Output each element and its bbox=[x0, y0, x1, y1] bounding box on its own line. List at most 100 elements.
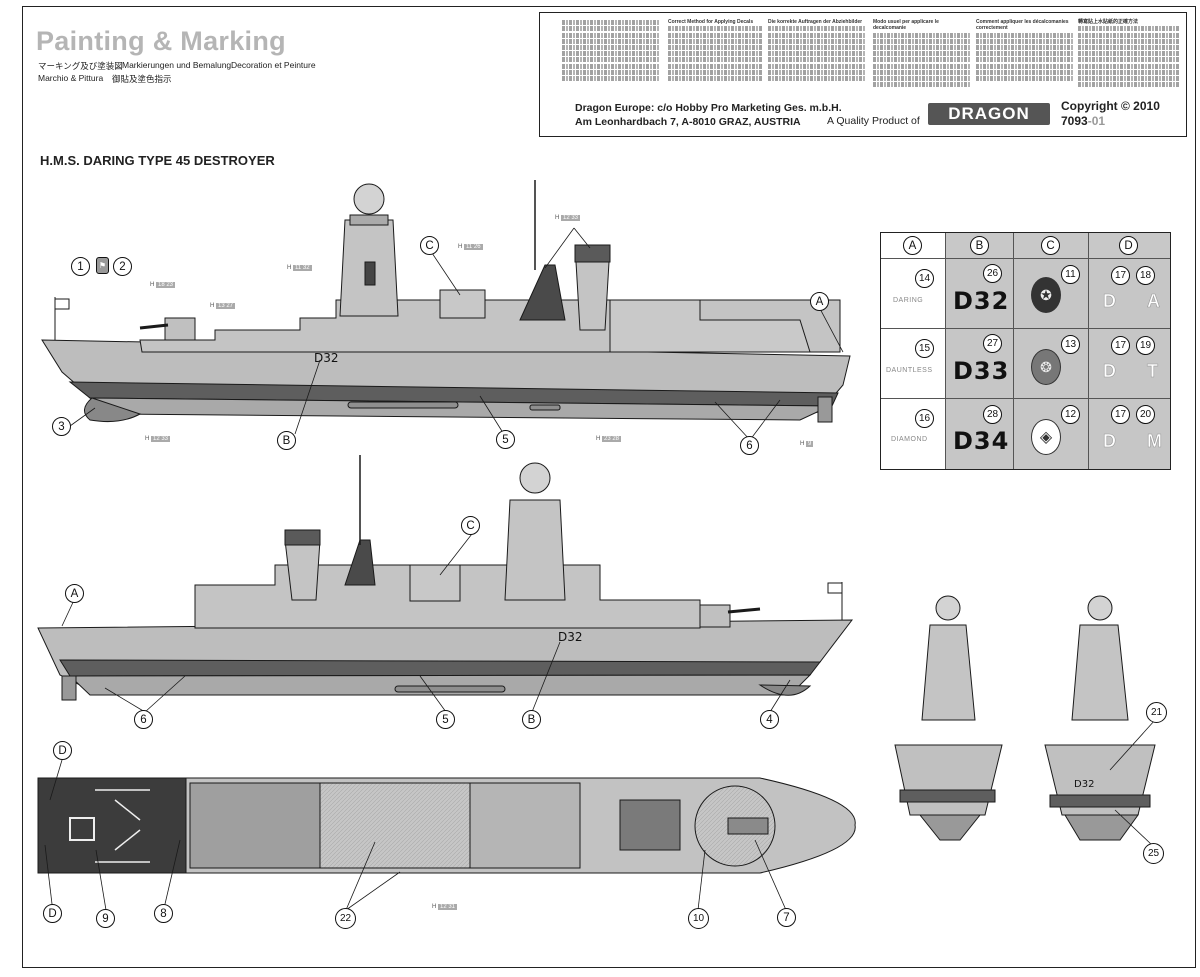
paint-ref-6: H 12 33 bbox=[145, 436, 171, 442]
row-3-cell-a bbox=[881, 398, 945, 469]
callout-9: 9 bbox=[96, 909, 115, 928]
row-2-letter-1: D bbox=[1103, 361, 1117, 382]
callout-d-plan-bottom: D bbox=[43, 904, 62, 923]
paint-ref-3: H 11 32 bbox=[287, 265, 312, 271]
bow-sonar bbox=[84, 397, 142, 422]
bow-view bbox=[894, 595, 1003, 841]
table-header-d-label: D bbox=[1119, 236, 1138, 255]
port-rudder bbox=[61, 675, 77, 701]
row-2-pennant: D33 bbox=[953, 357, 1010, 385]
row-2-cell-a bbox=[881, 328, 945, 398]
row-1-ship-name: DARING bbox=[893, 297, 924, 304]
bow-view-keel bbox=[918, 814, 982, 841]
paint-ref-4: H 18 23 bbox=[150, 282, 176, 288]
row-1-decal-d1: 17 bbox=[1111, 266, 1130, 285]
row-3-decal-d1: 17 bbox=[1111, 405, 1130, 424]
notes-col-en: Correct Method for Applying Decals bbox=[668, 19, 763, 82]
copyright-block: Copyright © 2010 7093-01 bbox=[1061, 99, 1160, 129]
row-3-ship-name: DIAMOND bbox=[891, 436, 928, 443]
forward-superstructure-plan bbox=[469, 782, 581, 869]
callout-5-port: 5 bbox=[436, 710, 455, 729]
row-1-cell-b bbox=[945, 258, 1013, 328]
row-1-crest-icon: ✪ bbox=[1031, 277, 1061, 313]
row-2-cell-b bbox=[945, 328, 1013, 398]
port-deckhouse bbox=[409, 564, 461, 602]
stern-view-tower bbox=[1071, 624, 1129, 721]
plan-view bbox=[37, 777, 856, 874]
port-main-gun bbox=[699, 604, 731, 628]
row-1-pennant: D32 bbox=[953, 287, 1010, 315]
callout-6-port: 6 bbox=[134, 710, 153, 729]
bow-view-hull bbox=[894, 744, 1003, 816]
bilge-keel bbox=[347, 401, 459, 409]
row-3-num: 16 bbox=[915, 409, 934, 428]
subtitle-zh: 御貼及塗色指示 bbox=[112, 74, 172, 84]
bow-view-radome bbox=[935, 595, 961, 621]
notes-col-fr: Comment appliquer les décalcomanies corr… bbox=[976, 19, 1074, 82]
row-2-crest-icon: ❂ bbox=[1031, 349, 1061, 385]
row-1-letter-2: A bbox=[1147, 291, 1161, 312]
stern-view-radome bbox=[1087, 595, 1113, 621]
callout-7: 7 bbox=[777, 908, 796, 927]
midships-deck bbox=[319, 782, 471, 869]
page-title: Painting & Marking bbox=[36, 26, 286, 56]
sampson-platform bbox=[349, 214, 389, 226]
quality-product-label: A Quality Product of bbox=[827, 115, 920, 127]
helo-marking bbox=[69, 817, 95, 841]
stern-view-keel bbox=[1064, 814, 1139, 841]
bow-view-tower bbox=[921, 624, 976, 721]
address-line-1: Dragon Europe: c/o Hobby Pro Marketing G… bbox=[575, 102, 842, 114]
subtitle-fr: Decoration et Peinture bbox=[231, 60, 316, 70]
sampson-radome bbox=[353, 183, 385, 215]
row-2-decal-d2: 19 bbox=[1136, 336, 1155, 355]
stabiliser bbox=[529, 404, 561, 411]
row-2-letter-2: T bbox=[1147, 361, 1159, 382]
row-2-decal-b: 27 bbox=[983, 334, 1002, 353]
aft-mast bbox=[519, 264, 566, 321]
port-bilge-keel bbox=[394, 685, 506, 693]
row-3-letter-2: M bbox=[1147, 431, 1163, 452]
hull-number-starboard: D32 bbox=[314, 351, 339, 365]
kit-code: 7093 bbox=[1061, 114, 1088, 128]
port-funnel-cap bbox=[284, 529, 321, 546]
rudder bbox=[817, 396, 833, 423]
callout-10: 10 bbox=[688, 908, 709, 929]
dragon-logo: DRAGON bbox=[928, 103, 1050, 125]
decal-instructions-box: Correct Method for Applying Decals Die k… bbox=[539, 12, 1187, 137]
notes-zh-title: 轉寫貼上水貼紙的正確方法 bbox=[1078, 19, 1139, 25]
subtitle-it: Marchio & Pittura bbox=[38, 73, 104, 83]
row-3-crest-icon: ◈ bbox=[1031, 419, 1061, 455]
port-main-tower bbox=[504, 499, 566, 601]
ensign-flag bbox=[54, 298, 70, 310]
port-aft-mast bbox=[344, 539, 376, 586]
paint-ref-2: H 11 26 bbox=[458, 244, 483, 250]
notes-de-title: Die korrekte Auftragen der Abziehbilder bbox=[768, 19, 863, 25]
callout-3: 3 bbox=[52, 417, 71, 436]
port-sampson-radome bbox=[519, 462, 551, 494]
callout-5-top: 5 bbox=[496, 430, 515, 449]
row-3-decal-b: 28 bbox=[983, 405, 1002, 424]
stern-view-boot bbox=[1049, 794, 1151, 808]
notes-col-ja bbox=[562, 19, 660, 82]
callout-c-top: C bbox=[420, 236, 439, 255]
notes-col-it: Modo usuel per applicare le decalcomanie bbox=[873, 19, 971, 88]
copyright-text: Copyright © 2010 bbox=[1061, 99, 1160, 113]
callout-a-port: A bbox=[65, 584, 84, 603]
callout-a-top: A bbox=[810, 292, 829, 311]
kit-code-suffix: -01 bbox=[1087, 114, 1106, 128]
paint-ref-9: H 12 31 bbox=[432, 904, 458, 910]
notes-col-zh: 轉寫貼上水貼紙的正確方法 bbox=[1078, 19, 1180, 88]
tower-window bbox=[364, 261, 376, 286]
row-3-decal-c: 12 bbox=[1061, 405, 1080, 424]
port-ensign-flag bbox=[827, 582, 843, 594]
main-gun-barrel bbox=[139, 323, 169, 330]
callout-1: 1 bbox=[71, 257, 90, 276]
table-header-b-label: B bbox=[970, 236, 989, 255]
port-profile bbox=[37, 455, 854, 701]
callout-8: 8 bbox=[154, 904, 173, 923]
notes-it-title: Modo usuel per applicare le decalcomanie bbox=[873, 19, 939, 32]
bow-view-boot bbox=[899, 789, 996, 803]
vls-cells bbox=[619, 799, 681, 851]
row-1-decal-d2: 18 bbox=[1136, 266, 1155, 285]
